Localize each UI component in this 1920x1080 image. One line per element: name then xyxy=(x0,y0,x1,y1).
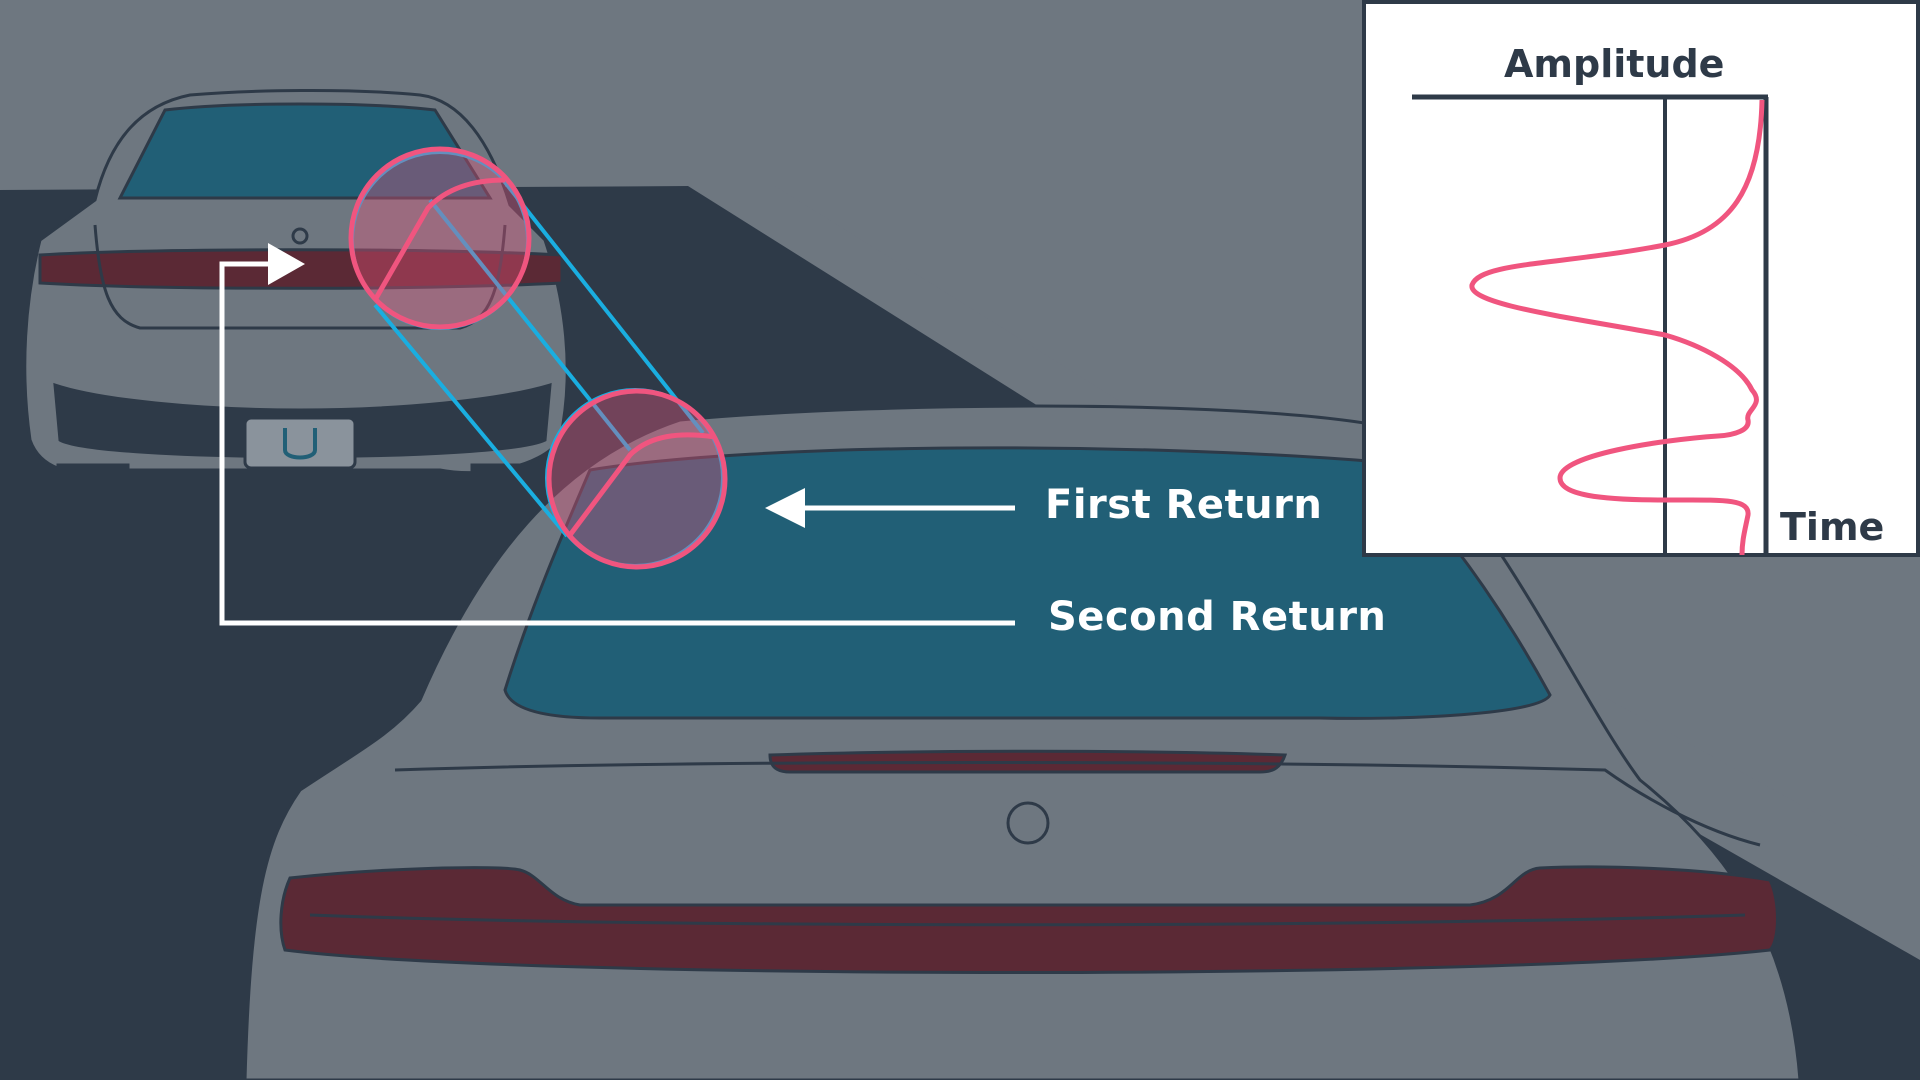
distant-car-trunk-line xyxy=(93,224,507,330)
waveform-series xyxy=(1469,99,1765,556)
inset-panel xyxy=(1362,0,1920,557)
second-return-arrowhead xyxy=(268,243,305,285)
near-car xyxy=(243,404,1802,1080)
time-label: Time xyxy=(1780,505,1885,549)
near-car-taillight-bar xyxy=(279,865,1779,974)
beam-edge-lower xyxy=(373,303,569,538)
distant-car-rear-window xyxy=(117,102,493,200)
near-car-badge xyxy=(1006,801,1050,845)
second-return-edge xyxy=(372,177,506,302)
near-car-taillight-line xyxy=(309,913,1746,927)
return-footprints xyxy=(348,146,728,570)
amplitude-label: Amplitude xyxy=(1504,42,1725,86)
first-return-label: First Return xyxy=(1045,482,1323,528)
distant-car-taillight xyxy=(38,248,564,290)
beam-edge-upper xyxy=(498,174,705,435)
lane-marking-near xyxy=(1500,640,1920,960)
udacity-logo-icon xyxy=(283,428,317,460)
distant-car-license-plate xyxy=(243,416,357,470)
distant-car-badge xyxy=(291,227,309,245)
second-return-label: Second Return xyxy=(1048,594,1387,640)
first-return-edge xyxy=(568,432,716,537)
distant-car-left-tire xyxy=(56,463,130,492)
distant-car-right-tire xyxy=(470,463,544,492)
distant-car xyxy=(23,88,569,492)
lane-marking xyxy=(688,186,1230,470)
second-return-footprint xyxy=(348,146,532,330)
second-return-arrow-path xyxy=(219,261,1015,626)
near-car-trunk-lid xyxy=(394,761,1761,847)
amplitude-time-inset xyxy=(1362,0,1920,557)
first-return-arrowhead xyxy=(765,488,805,528)
return-arrows xyxy=(219,243,1015,626)
first-return-footprint xyxy=(546,388,728,570)
beam-axis xyxy=(428,198,632,452)
